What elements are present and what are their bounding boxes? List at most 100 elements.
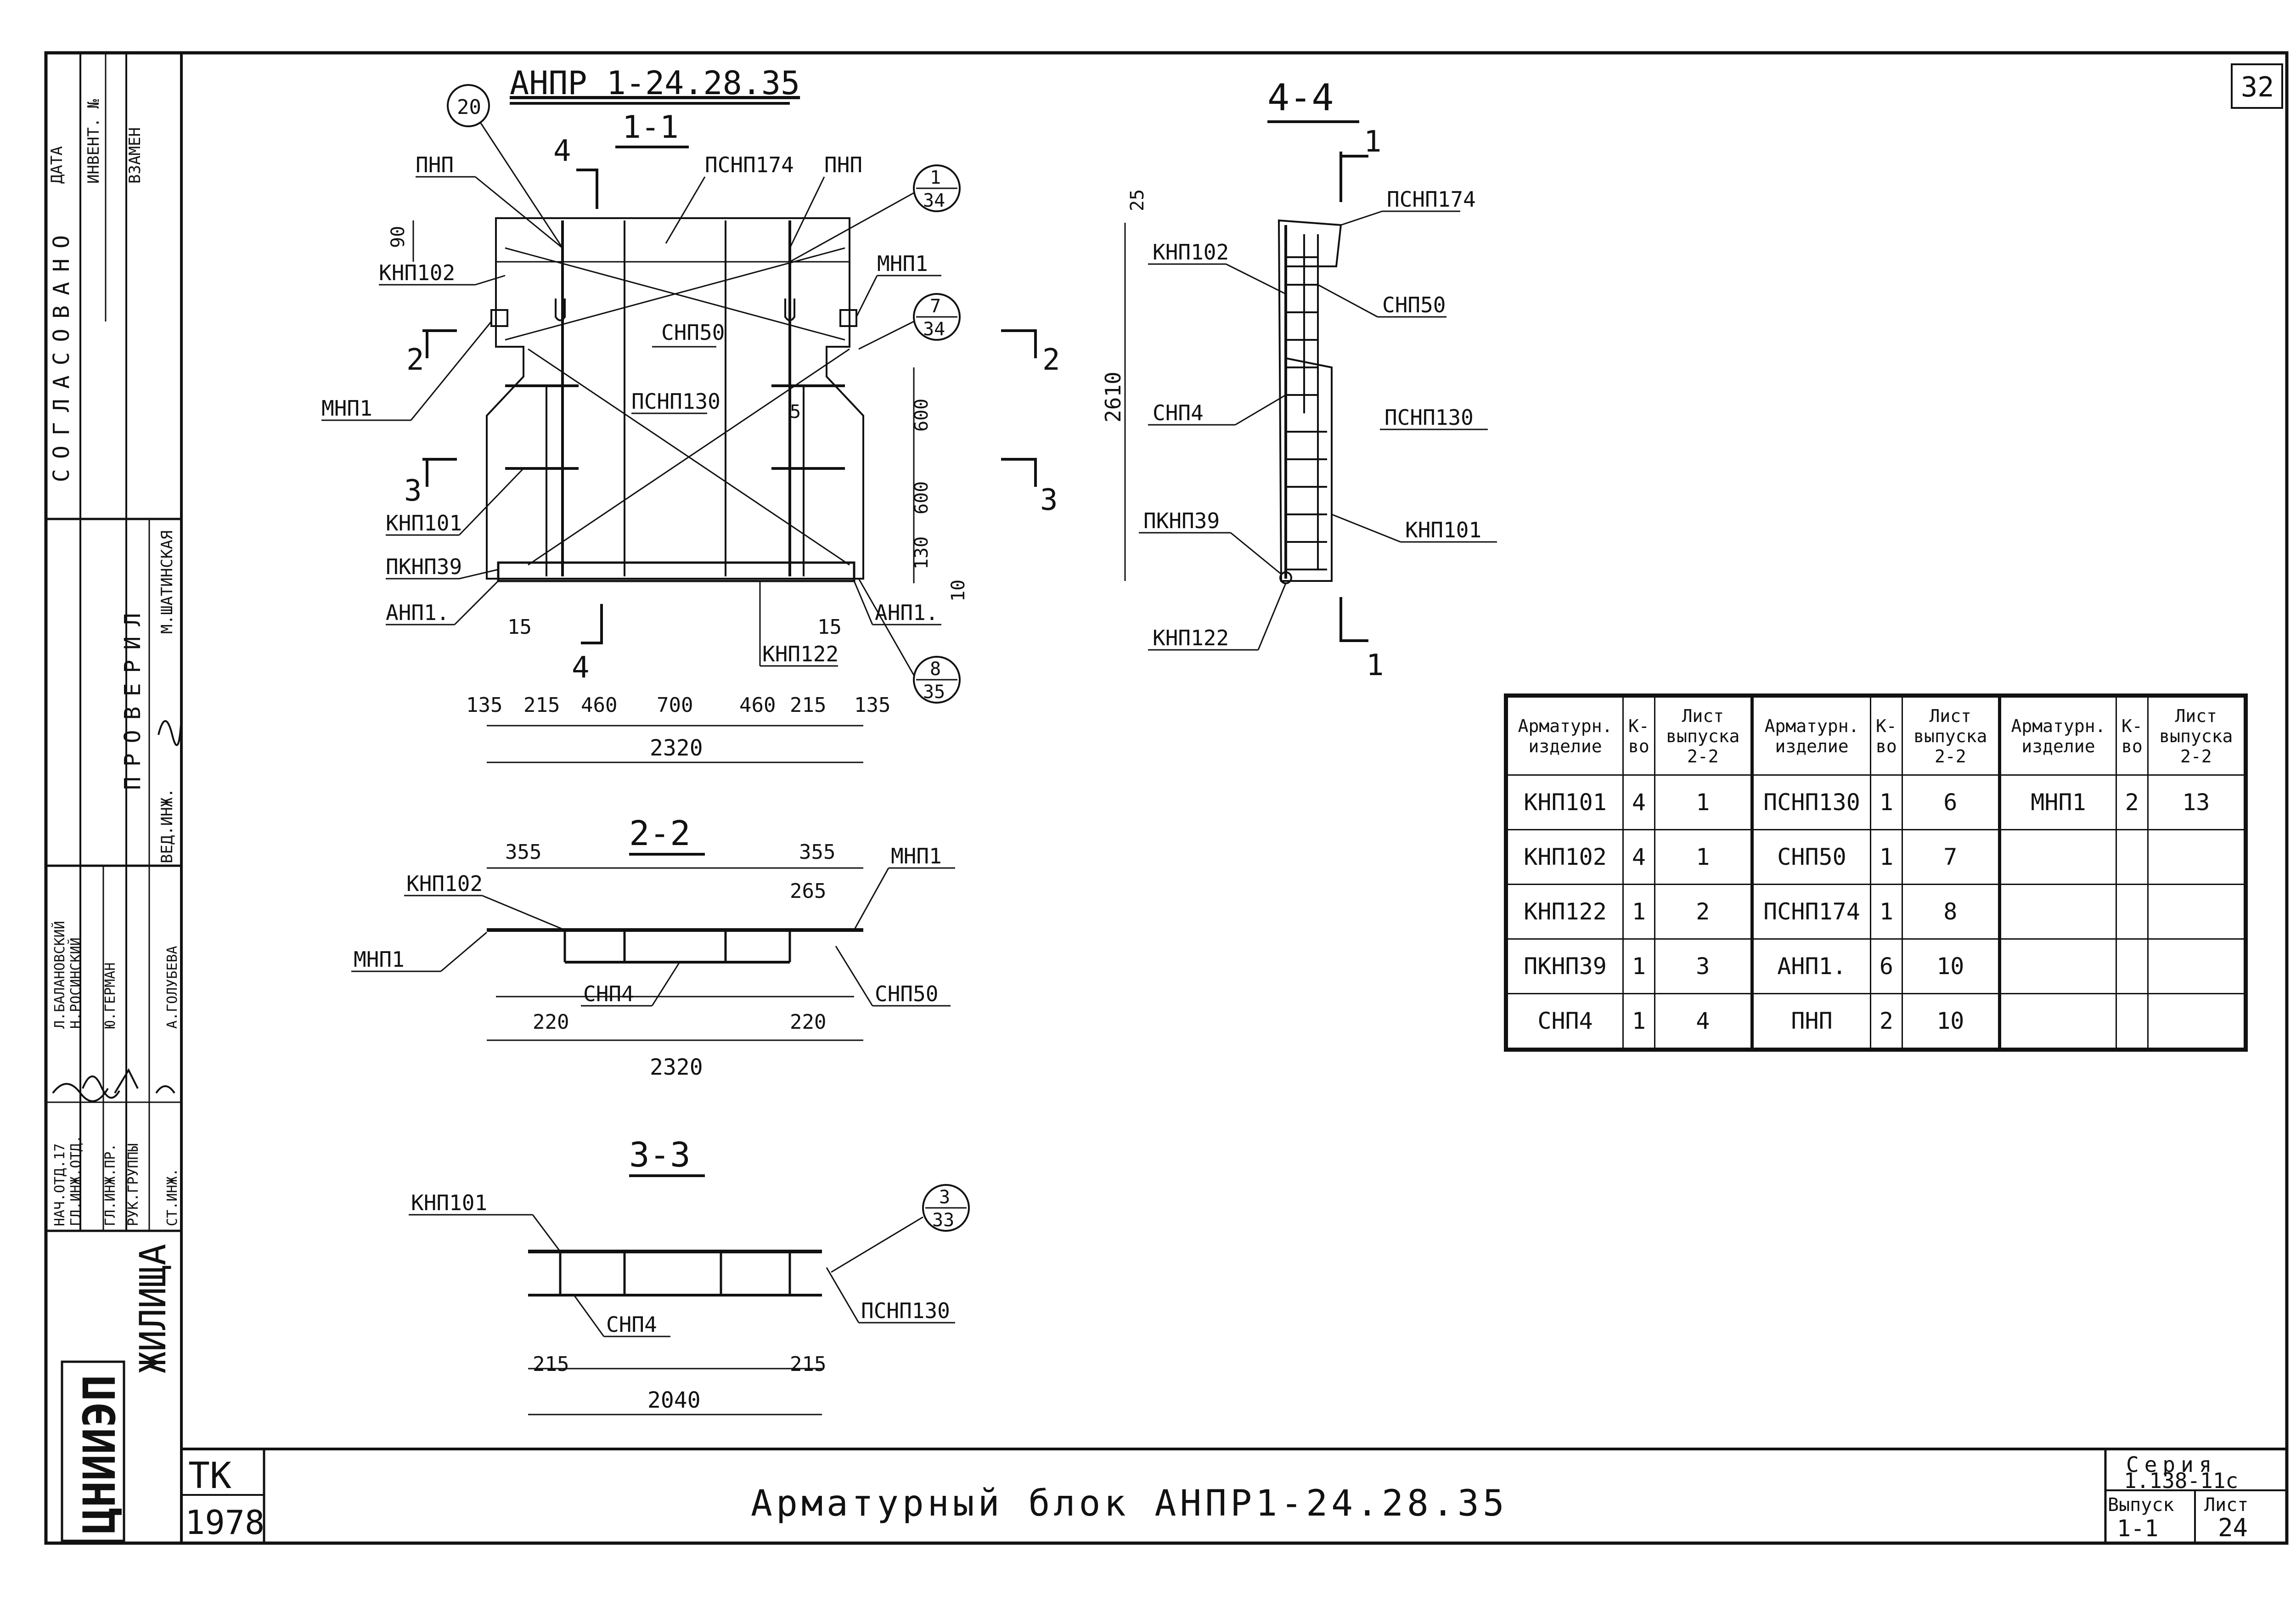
dim22-355b: 355 [799, 840, 835, 864]
side-stamp: СОГЛАСОВАНО ДАТА ИНВЕНТ. № ВЗАМЕН ПРОВЕР… [46, 53, 182, 1232]
spec-h-sheet-3: Лист выпуска 2-2 [2147, 696, 2245, 776]
dim11-6: 135 [854, 693, 890, 717]
cell: 2 [2116, 774, 2149, 830]
cut-2-left: 2 [406, 343, 424, 377]
dim22-total: 2320 [650, 1054, 703, 1080]
stamp-name-2: Ю.ГЕРМАН [102, 963, 118, 1029]
cell: 7 [1901, 829, 2000, 885]
cell: ПСНП174 [1750, 884, 1872, 940]
cell: 2 [1870, 993, 1903, 1049]
sheet-label: Лист [2204, 1494, 2248, 1516]
signature-3 [114, 1068, 139, 1094]
cut-4-top: 4 [553, 134, 571, 168]
cut-1-top: 1 [1364, 125, 1382, 159]
spec-table-grid: Арматурн. изделие К-во Лист выпуска 2-2 … [1506, 696, 2245, 1049]
label-snp4-1: СНП4 [1153, 400, 1204, 425]
dim-600b: 600 [911, 481, 932, 514]
issue-value: 1-1 [2117, 1515, 2158, 1542]
signature-5 [158, 716, 182, 746]
cell [2116, 938, 2149, 994]
cell: 4 [1622, 829, 1655, 885]
label-knp102-3: КНП102 [406, 871, 483, 896]
cell: 1 [1622, 993, 1655, 1049]
cell [2116, 993, 2149, 1049]
signature-2 [82, 1075, 120, 1099]
table-row: КНП102 4 1 СНП50 1 7 [1506, 829, 2245, 885]
issue-label: Выпуск [2108, 1494, 2174, 1516]
dim11-0: 135 [466, 693, 502, 717]
org-logo: ЦНИИЭП ЖИЛИЩА [61, 1244, 174, 1542]
cut-3-right: 3 [1040, 483, 1058, 517]
stamp-role-3: РУК.ГРУППЫ [125, 1143, 141, 1226]
spec-table: Арматурн. изделие К-во Лист выпуска 2-2 … [1504, 693, 2248, 1052]
spec-h-qty-2: К-во [1870, 696, 1903, 776]
cell: 1 [1622, 938, 1655, 994]
dim22-265: 265 [790, 879, 826, 903]
sheet-value: 24 [2218, 1513, 2248, 1542]
dim-15b: 15 [817, 615, 842, 639]
section-4-4: 4-4 25 2610 1 1 ПСНП174 КНП102 СНП50 СНП… [1101, 76, 1497, 682]
cell: 6 [1870, 938, 1903, 994]
tk-label: ТК [188, 1455, 231, 1497]
cell [2147, 938, 2245, 994]
label-mnp1-4: МНП1 [891, 844, 942, 868]
label-knp122-1: КНП122 [762, 642, 838, 666]
cell: ПНП [1750, 993, 1872, 1049]
dim33-total: 2040 [647, 1387, 701, 1413]
label-knp102-1: КНП102 [379, 260, 455, 285]
dim11-total: 2320 [650, 735, 703, 761]
section-2-2: 2-2 355 355 265 220 220 2320 КНП102 МНП1… [351, 814, 955, 1080]
cell: СНП50 [1750, 829, 1872, 885]
spec-h-qty-3: К-во [2116, 696, 2149, 776]
cell: КНП102 [1506, 829, 1624, 885]
stamp-inv: ИНВЕНТ. № [84, 99, 103, 184]
table-row: СНП4 1 4 ПНП 2 10 [1506, 993, 2245, 1049]
cell: 8 [1901, 884, 2000, 940]
cell: КНП101 [1506, 774, 1624, 830]
label-snp50-1: СНП50 [661, 320, 725, 345]
ref-34-bottom: 34 [923, 190, 945, 211]
dim11-4: 460 [739, 693, 776, 717]
ref-7-top: 7 [930, 296, 941, 317]
signature-1 [52, 1083, 109, 1102]
cell [2116, 829, 2149, 885]
spec-h-item-1: Арматурн. изделие [1506, 696, 1624, 776]
label-psnp130-3: ПСНП130 [861, 1298, 950, 1323]
dim11-3: 700 [657, 693, 693, 717]
series-label: Серия [2126, 1452, 2217, 1477]
cell: 1 [1622, 884, 1655, 940]
stamp-name-1: Н.РОСИНСКИЙ [68, 937, 84, 1029]
stirrups-2-2 [563, 930, 791, 962]
dim44-2610: 2610 [1101, 372, 1125, 423]
label-mnp1-3: МНП1 [354, 947, 405, 972]
label-snp50-2: СНП50 [1382, 293, 1446, 317]
cell [1998, 884, 2117, 940]
cell: 4 [1622, 774, 1655, 830]
label-anp1-2: АНП1. [875, 600, 938, 625]
stamp-role-1: ГЛ.ИНЖ.ОТД. [68, 1135, 84, 1226]
spec-h-item-2: Арматурн. изделие [1750, 696, 1872, 776]
cell [1998, 829, 2117, 885]
cell: 1 [1870, 884, 1903, 940]
cell: КНП122 [1506, 884, 1624, 940]
dim-5: 5 [790, 401, 801, 423]
dim-600a: 600 [911, 399, 932, 432]
stamp-date: ДАТА [48, 146, 66, 184]
label-knp102-2: КНП102 [1153, 240, 1229, 265]
spec-h-sheet-2: Лист выпуска 2-2 [1901, 696, 2000, 776]
cut-3-left: 3 [404, 474, 422, 508]
dim33-215a: 215 [533, 1353, 569, 1376]
stamp-role-2: ГЛ.ИНЖ.ПР. [102, 1143, 118, 1226]
label-pnp-1: ПНП [416, 152, 454, 177]
dim44-25: 25 [1127, 189, 1148, 211]
main-title: АНПР 1-24.28.35 [510, 64, 800, 102]
label-snp50-3: СНП50 [875, 981, 938, 1006]
stamp-checker-name: М.ШАТИНСКАЯ [158, 530, 176, 634]
spec-h-qty-1: К-во [1622, 696, 1655, 776]
year-label: 1978 [185, 1503, 264, 1542]
stamp-checked: ПРОВЕРИЛ [120, 603, 146, 790]
label-mnp1-2: МНП1 [321, 396, 372, 421]
sheet-frame [44, 51, 2289, 1545]
dim-10: 10 [948, 580, 969, 602]
